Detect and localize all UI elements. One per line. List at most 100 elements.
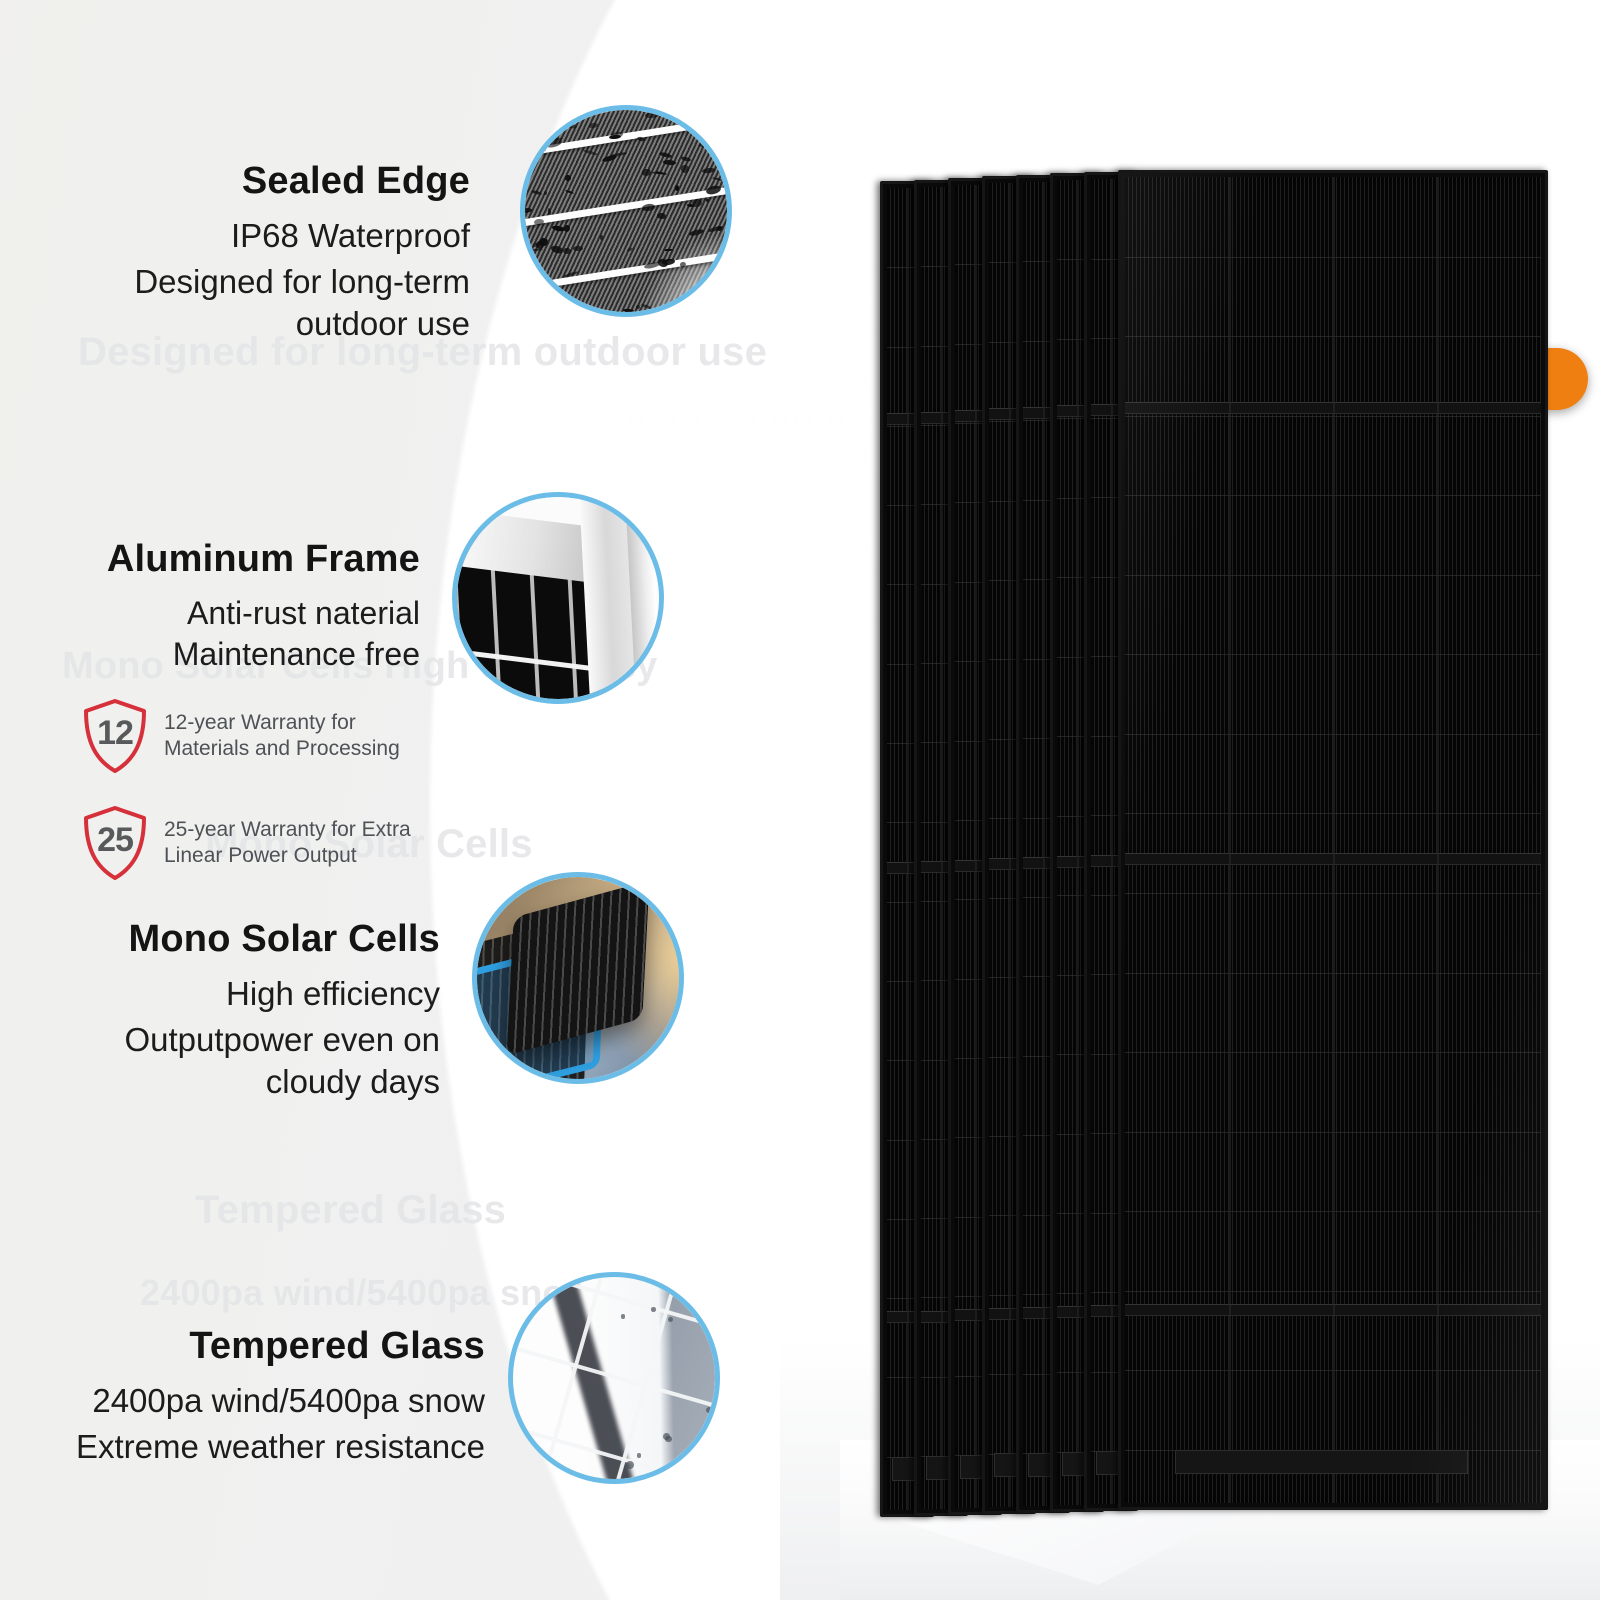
- feature-title-aluminum-frame: Aluminum Frame: [106, 538, 420, 580]
- feature-line: Extreme weather resistance: [75, 1427, 485, 1465]
- shield-number: 25: [97, 820, 134, 859]
- cell-column-split: [975, 185, 977, 1508]
- water-droplet: [701, 135, 717, 145]
- water-droplet: [724, 137, 727, 147]
- water-droplet: [530, 299, 538, 307]
- feature-line: 2400pa wind/5400pa snow: [92, 1381, 485, 1419]
- cell-column-split: [1009, 183, 1011, 1507]
- water-droplet: [563, 224, 571, 232]
- water-droplet: [723, 161, 727, 166]
- water-droplet: [525, 232, 530, 243]
- feature-sealed-edge: Sealed Edge IP68 Waterproof Designed for…: [40, 160, 470, 345]
- shield-icon: 25: [82, 805, 148, 881]
- water-droplet: [550, 245, 564, 255]
- water-droplet: [636, 136, 645, 143]
- cell-column-split: [1077, 180, 1079, 1505]
- water-droplet: [713, 153, 725, 158]
- water-droplet: [572, 246, 584, 252]
- feature-line: Anti-rust naterial Maintenance free: [172, 594, 420, 672]
- surface-speck: [626, 1461, 635, 1469]
- water-droplet: [622, 308, 634, 312]
- water-droplet: [547, 207, 552, 216]
- cell-column-split: [1229, 177, 1231, 1503]
- feature-aluminum-frame: Aluminum Frame Anti-rust naterial Mainte…: [20, 538, 420, 674]
- water-droplet: [635, 304, 640, 309]
- solar-panel-stack[interactable]: [880, 170, 1548, 1520]
- cell-column-split: [1333, 177, 1335, 1503]
- warranty-text: 25-year Warranty for Extra Linear Power …: [164, 817, 411, 870]
- water-droplet: [658, 151, 673, 159]
- water-droplet: [588, 121, 599, 129]
- warranty-line: Materials and Processing: [164, 737, 400, 760]
- water-droplet: [525, 261, 532, 269]
- water-droplet: [674, 184, 680, 191]
- water-droplet: [641, 202, 656, 212]
- feature-image-sealed-edge: [520, 105, 732, 317]
- water-droplet: [564, 174, 571, 182]
- water-droplet: [525, 306, 526, 311]
- water-droplet: [725, 182, 727, 191]
- warranty-line: 12-year Warranty for: [164, 710, 356, 734]
- water-droplets-on-panel-photo: [525, 110, 727, 312]
- feature-line: Outputpower even on cloudy days: [124, 1020, 440, 1101]
- water-droplet: [562, 247, 571, 255]
- feature-line: Designed for long-term outdoor use: [134, 262, 470, 343]
- surface-speck: [636, 1453, 642, 1458]
- water-droplet: [551, 137, 564, 141]
- feature-line: IP68 Waterproof: [230, 216, 470, 254]
- warranty-line: 25-year Warranty for Extra: [164, 817, 411, 841]
- water-droplet: [563, 121, 579, 129]
- feature-image-aluminum-frame: [452, 492, 664, 704]
- water-droplet: [701, 166, 716, 174]
- snow-on-tempered-glass-photo: [513, 1277, 715, 1479]
- water-droplet: [544, 301, 558, 312]
- cell-column-split: [1111, 179, 1113, 1505]
- surface-speck: [663, 1433, 671, 1440]
- feature-title-tempered-glass: Tempered Glass: [189, 1325, 485, 1367]
- feature-tempered-glass: Tempered Glass 2400pa wind/5400pa snow E…: [70, 1325, 485, 1468]
- water-droplet: [576, 111, 582, 119]
- water-droplet: [711, 176, 723, 182]
- junction-box: [1174, 1449, 1469, 1474]
- aluminum-frame-corner-photo: [457, 497, 659, 699]
- feature-title-mono-solar-cells: Mono Solar Cells: [128, 918, 440, 960]
- water-droplet: [680, 156, 691, 163]
- water-droplet: [718, 171, 727, 176]
- surface-speck: [706, 1407, 713, 1414]
- shield-icon: 12: [82, 698, 148, 774]
- water-droplet: [656, 212, 667, 220]
- feature-title-sealed-edge: Sealed Edge: [241, 160, 470, 202]
- water-droplet: [532, 242, 539, 247]
- water-droplet: [530, 189, 542, 196]
- cell-column-split: [941, 187, 943, 1509]
- feature-line: High efficiency: [225, 974, 440, 1012]
- surface-speck: [651, 1307, 656, 1312]
- water-droplet: [655, 170, 667, 176]
- warranty-text: 12-year Warranty for Materials and Proce…: [164, 710, 400, 763]
- water-droplet: [601, 153, 618, 163]
- mono-solar-cells-photo: [477, 877, 679, 1079]
- water-droplet: [680, 163, 691, 174]
- surface-speck: [620, 1314, 626, 1319]
- cell-row-gap: [457, 646, 600, 673]
- cell-column-split: [1043, 182, 1045, 1506]
- warranty-row-12-year: 12 12-year Warranty for Materials and Pr…: [82, 698, 400, 774]
- water-droplet: [564, 189, 575, 195]
- water-droplet: [604, 311, 612, 312]
- water-droplet: [705, 198, 709, 202]
- water-droplet: [665, 110, 681, 119]
- surface-speck: [667, 1317, 674, 1323]
- water-droplet: [699, 144, 707, 148]
- water-droplet: [600, 234, 604, 240]
- cell-column-split: [907, 188, 909, 1510]
- shield-number: 12: [97, 713, 134, 752]
- solar-panel-front[interactable]: [1118, 170, 1548, 1510]
- water-droplet: [533, 218, 545, 226]
- water-droplet: [641, 168, 651, 177]
- warranty-line: Linear Power Output: [164, 844, 357, 867]
- water-droplet: [582, 148, 598, 156]
- water-droplet: [663, 159, 677, 166]
- feature-image-mono-solar-cells: [472, 872, 684, 1084]
- water-droplet: [525, 207, 533, 214]
